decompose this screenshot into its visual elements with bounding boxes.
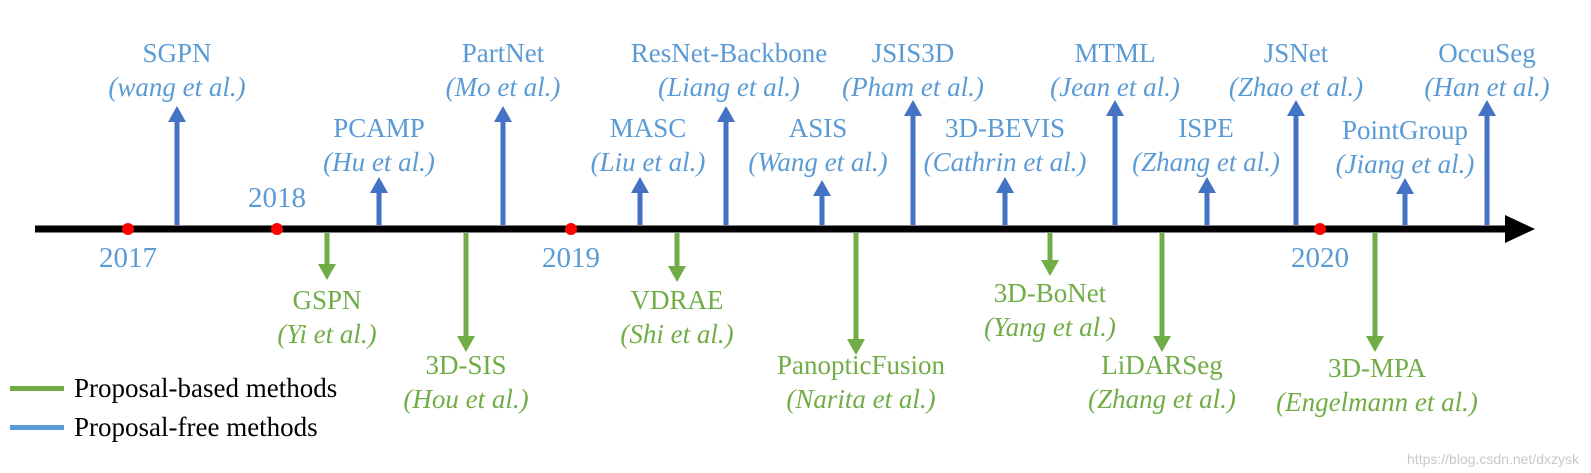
method-sgpn-authors: (wang et al.): [108, 72, 246, 102]
year-label-2020: 2020: [1291, 242, 1349, 274]
method-vdrae-authors: (Shi et al.): [620, 319, 734, 349]
arrow-jsnet-head: [1287, 100, 1305, 116]
timeline-arrowhead: [1505, 215, 1535, 243]
method-resnet-backbone-authors: (Liang et al.): [658, 72, 800, 102]
year-dot-2019: [565, 223, 577, 235]
method-occuseg-name: OccuSeg: [1438, 38, 1536, 68]
method-ispe-name: ISPE: [1178, 113, 1234, 143]
arrow-pcamp-head: [370, 177, 388, 193]
method-panopticfusion-authors: (Narita et al.): [786, 384, 936, 414]
method-partnet-name: PartNet: [461, 38, 545, 68]
arrow-vdrae-head: [668, 266, 686, 282]
arrow-3d-sis-head: [457, 336, 475, 352]
arrow-panopticfusion-head: [847, 339, 865, 355]
year-dot-2018: [271, 223, 283, 235]
method-lidarseg-authors: (Zhang et al.): [1088, 384, 1236, 414]
arrow-gspn-head: [318, 264, 336, 280]
arrow-3d-mpa-head: [1366, 336, 1384, 352]
method-pointgroup-authors: (Jiang et al.): [1335, 149, 1475, 179]
method-3d-bonet-authors: (Yang et al.): [984, 312, 1116, 342]
arrow-asis-head: [813, 180, 831, 196]
method-jsis3d-name: JSIS3D: [871, 38, 955, 68]
legend-label-proposal-based: Proposal-based methods: [74, 373, 338, 403]
method-asis-authors: (Wang et al.): [748, 147, 888, 177]
arrow-partnet-head: [494, 106, 512, 122]
arrow-mtml-head: [1106, 100, 1124, 116]
year-label-2018: 2018: [248, 182, 306, 214]
legend-item-proposal-based: Proposal-based methods: [10, 373, 337, 404]
legend-item-proposal-free: Proposal-free methods: [10, 412, 318, 443]
method-asis-name: ASIS: [788, 113, 848, 143]
method-3d-sis-name: 3D-SIS: [425, 350, 507, 380]
method-occuseg-authors: (Han et al.): [1424, 72, 1550, 102]
arrow-3d-bonet-head: [1041, 260, 1059, 276]
method-masc-authors: (Liu et al.): [590, 147, 706, 177]
method-gspn-name: GSPN: [292, 285, 362, 315]
year-label-2017: 2017: [99, 242, 157, 274]
method-jsnet-name: JSNet: [1263, 38, 1329, 68]
arrow-resnet-backbone-head: [717, 106, 735, 122]
method-pcamp-name: PCAMP: [333, 113, 425, 143]
arrow-lidarseg-head: [1153, 336, 1171, 352]
year-dot-2020: [1314, 223, 1326, 235]
method-3d-bevis-authors: (Cathrin et al.): [923, 147, 1087, 177]
method-3d-bonet-name: 3D-BoNet: [993, 278, 1107, 308]
arrow-jsis3d-head: [904, 100, 922, 116]
legend-swatch-proposal-free: [10, 425, 64, 430]
method-3d-sis-authors: (Hou et al.): [403, 384, 529, 414]
legend-label-proposal-free: Proposal-free methods: [74, 412, 318, 442]
method-mtml-name: MTML: [1074, 38, 1156, 68]
method-masc-name: MASC: [609, 113, 687, 143]
method-resnet-backbone-name: ResNet-Backbone: [630, 38, 828, 68]
arrow-occuseg-head: [1478, 100, 1496, 116]
method-sgpn-name: SGPN: [142, 38, 212, 68]
method-gspn-authors: (Yi et al.): [277, 319, 377, 349]
method-3d-bevis-name: 3D-BEVIS: [945, 113, 1065, 143]
method-mtml-authors: (Jean et al.): [1050, 72, 1180, 102]
legend-swatch-proposal-based: [10, 386, 64, 391]
arrow-sgpn-head: [168, 106, 186, 122]
method-3d-mpa-name: 3D-MPA: [1327, 353, 1427, 383]
arrow-ispe-head: [1198, 177, 1216, 193]
method-jsnet-authors: (Zhao et al.): [1228, 72, 1364, 102]
method-ispe-authors: (Zhang et al.): [1132, 147, 1280, 177]
method-pcamp-authors: (Hu et al.): [323, 147, 435, 177]
method-3d-mpa-authors: (Engelmann et al.): [1276, 387, 1478, 417]
method-partnet-authors: (Mo et al.): [445, 72, 561, 102]
watermark: https://blog.csdn.net/dxzysk: [1407, 451, 1579, 467]
method-jsis3d-authors: (Pham et al.): [842, 72, 984, 102]
year-dot-2017: [122, 223, 134, 235]
arrow-masc-head: [631, 177, 649, 193]
method-vdrae-name: VDRAE: [630, 285, 724, 315]
method-panopticfusion-name: PanopticFusion: [776, 350, 946, 380]
arrow-3d-bevis-head: [996, 177, 1014, 193]
year-label-2019: 2019: [542, 242, 600, 274]
method-lidarseg-name: LiDARSeg: [1101, 350, 1223, 380]
arrow-pointgroup-head: [1396, 178, 1414, 194]
method-pointgroup-name: PointGroup: [1341, 115, 1469, 145]
